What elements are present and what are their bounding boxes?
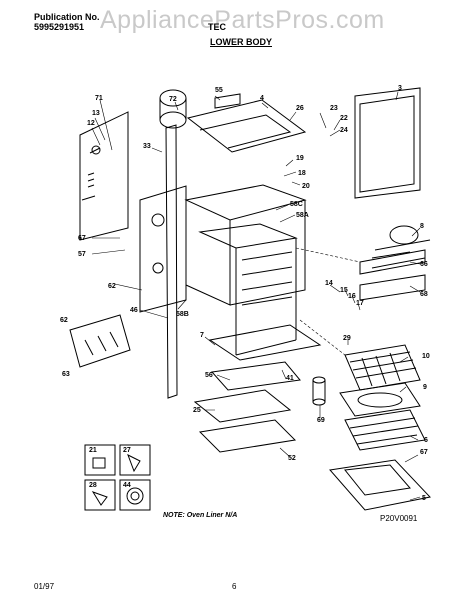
rack-part xyxy=(344,344,421,391)
oven-liner-note: NOTE: Oven Liner N/A xyxy=(163,512,238,519)
callout-25: 25 xyxy=(193,407,201,414)
callout-14: 14 xyxy=(325,280,333,287)
bottom-panel-part xyxy=(208,324,322,361)
legend-box-21 xyxy=(84,444,116,476)
publication-label: Publication No. xyxy=(34,12,100,22)
callout-67b: 67 xyxy=(420,449,428,456)
callout-20: 20 xyxy=(302,183,310,190)
callout-7: 7 xyxy=(200,332,204,339)
footer-date: 01/97 xyxy=(34,582,55,591)
callout-3: 3 xyxy=(398,85,402,92)
callout-10: 10 xyxy=(422,353,430,360)
callout-29: 29 xyxy=(343,335,351,342)
callout-24: 24 xyxy=(340,127,348,134)
callout-8: 8 xyxy=(420,223,424,230)
oven-cavity-part xyxy=(184,184,307,221)
back-panel-part xyxy=(354,87,421,199)
callout-58C: 58C xyxy=(290,201,303,208)
callout-56: 56 xyxy=(205,372,213,379)
callout-71: 71 xyxy=(95,95,103,102)
top-panel-part xyxy=(186,99,307,153)
callout-12: 12 xyxy=(87,120,95,127)
callout-26: 26 xyxy=(296,105,304,112)
callout-13: 13 xyxy=(92,110,100,117)
callout-58B: 58B xyxy=(176,311,189,318)
diagram-code: P20V0091 xyxy=(380,514,418,523)
callout-17: 17 xyxy=(356,300,364,307)
callout-68: 68 xyxy=(420,291,428,298)
callout-21: 21 xyxy=(89,447,97,454)
section-title: LOWER BODY xyxy=(210,37,272,47)
callout-57: 57 xyxy=(78,251,86,258)
callout-67: 67 xyxy=(78,235,86,242)
callout-23: 23 xyxy=(330,105,338,112)
callout-16: 16 xyxy=(348,293,356,300)
callout-44: 44 xyxy=(123,482,131,489)
legend-box-27 xyxy=(119,444,151,476)
callout-55: 55 xyxy=(215,87,223,94)
callout-19: 19 xyxy=(296,155,304,162)
callout-15: 15 xyxy=(340,287,348,294)
callout-58A: 58A xyxy=(296,212,309,219)
callout-62: 62 xyxy=(108,283,116,290)
callout-62b: 62 xyxy=(60,317,68,324)
callout-27: 27 xyxy=(123,447,131,454)
callout-22: 22 xyxy=(340,115,348,122)
callout-52: 52 xyxy=(288,455,296,462)
side-panel-part xyxy=(79,111,129,241)
watermark: AppliancePartsPros.com xyxy=(100,6,385,34)
front-frame-part xyxy=(139,185,187,313)
callout-4: 4 xyxy=(260,95,264,102)
callout-6: 6 xyxy=(424,437,428,444)
callout-66: 66 xyxy=(420,261,428,268)
callout-28: 28 xyxy=(89,482,97,489)
callout-33: 33 xyxy=(143,143,151,150)
callout-9: 9 xyxy=(423,384,427,391)
model-number: TEC xyxy=(208,22,226,32)
callout-72: 72 xyxy=(169,96,177,103)
callout-41: 41 xyxy=(286,375,294,382)
page-number: 6 xyxy=(232,582,237,591)
callout-5: 5 xyxy=(422,495,426,502)
callout-63: 63 xyxy=(62,371,70,378)
legend-box-28 xyxy=(84,479,116,511)
rod-part xyxy=(165,124,178,399)
callout-69: 69 xyxy=(317,417,325,424)
callout-18: 18 xyxy=(298,170,306,177)
legend-box-44 xyxy=(119,479,151,511)
callout-46: 46 xyxy=(130,307,138,314)
publication-number: 5995291951 xyxy=(34,22,85,32)
